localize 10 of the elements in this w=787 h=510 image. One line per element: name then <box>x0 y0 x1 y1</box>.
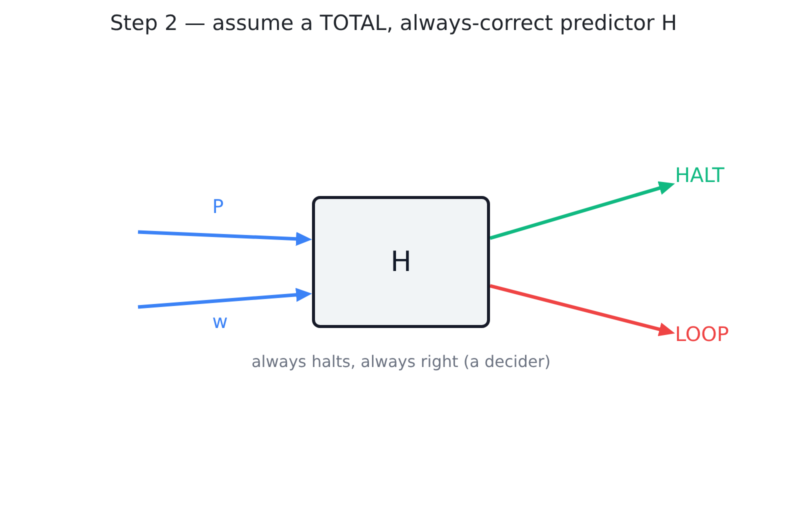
arrow <box>138 230 312 246</box>
arrow <box>490 284 675 336</box>
outcome-label: LOOP <box>675 323 729 346</box>
node-label: H <box>390 246 412 278</box>
arrow <box>138 288 312 309</box>
title: Step 2 — assume a TOTAL, always-correct predictor H <box>110 11 678 36</box>
outcome-label: HALT <box>675 164 724 187</box>
caption-text: always halts, always right (a decider) <box>251 352 551 372</box>
process-box <box>312 196 490 328</box>
arrow <box>490 181 675 240</box>
